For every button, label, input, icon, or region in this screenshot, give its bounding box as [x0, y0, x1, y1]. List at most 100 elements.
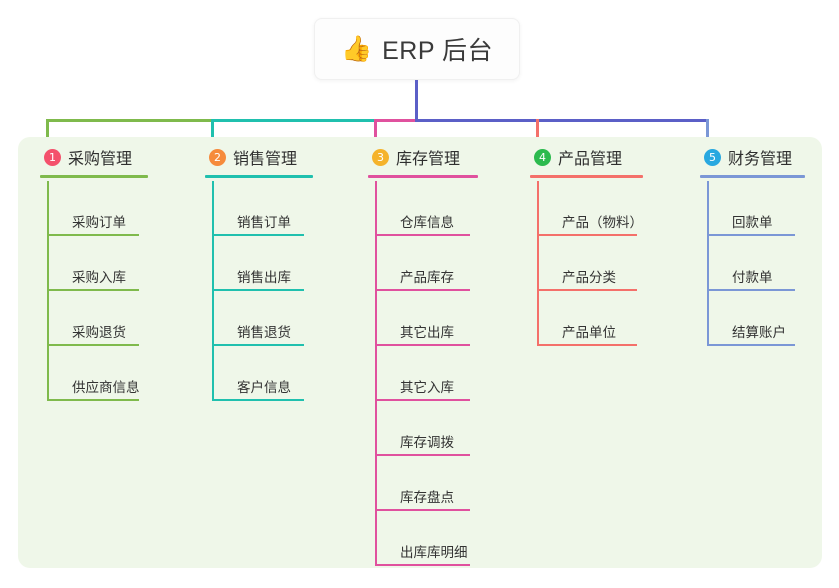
branch-title: 产品管理 [558, 151, 623, 168]
leaf-node[interactable]: 产品（物料） [537, 181, 643, 236]
leaf-node-label: 出库库明细 [400, 545, 468, 560]
leaf-node-rule [212, 289, 304, 291]
leaf-node[interactable]: 销售退货 [212, 291, 304, 346]
leaf-node[interactable]: 采购订单 [47, 181, 139, 236]
branch-header-rule [530, 175, 643, 178]
branch-header-2[interactable]: 2 销售管理 [205, 145, 313, 169]
leaf-node[interactable]: 客户信息 [212, 346, 304, 401]
branch-number-badge: 4 [534, 148, 551, 166]
branch-number-badge: 1 [44, 148, 61, 166]
branch-column-2: 2 销售管理 [205, 145, 313, 178]
leaf-node[interactable]: 销售出库 [212, 236, 304, 291]
leaf-node[interactable]: 回款单 [707, 181, 795, 236]
bar-segment-3 [374, 119, 418, 122]
leaf-node-rule [537, 234, 637, 236]
leaf-node-rule [212, 399, 304, 401]
leaf-node-label: 产品单位 [562, 325, 616, 340]
leaf-node[interactable]: 产品分类 [537, 236, 637, 291]
leaf-node-label: 结算账户 [732, 325, 786, 340]
branch-title: 库存管理 [396, 151, 461, 168]
branch-column-5: 5 财务管理 [700, 145, 805, 178]
leaf-node[interactable]: 库存盘点 [375, 456, 470, 511]
leaf-node-label: 产品库存 [400, 270, 454, 285]
leaf-node-label: 产品分类 [562, 270, 616, 285]
leaf-node-rule [47, 344, 139, 346]
leaf-node-rule [375, 564, 470, 566]
leaf-node[interactable]: 供应商信息 [47, 346, 140, 401]
leaf-node-label: 产品（物料） [562, 215, 643, 230]
branch-header-3[interactable]: 3 库存管理 [368, 145, 478, 169]
leaf-node-rule [707, 289, 795, 291]
leaf-node-rule [375, 399, 470, 401]
leaf-node-rule [375, 234, 470, 236]
branch-header-rule [700, 175, 805, 178]
branch-title: 销售管理 [233, 151, 298, 168]
branch-number-badge: 5 [704, 148, 721, 166]
leaf-node[interactable]: 采购退货 [47, 291, 139, 346]
trunk-line [415, 80, 418, 122]
branch-spine-1 [47, 181, 49, 401]
leaf-node-label: 采购订单 [72, 215, 126, 230]
branch-header-rule [40, 175, 148, 178]
leaf-node-label: 回款单 [732, 215, 773, 230]
branch-column-1: 1 采购管理 [40, 145, 148, 178]
leaf-node[interactable]: 采购入库 [47, 236, 139, 291]
leaf-node-label: 客户信息 [237, 380, 291, 395]
leaf-node-rule [375, 509, 470, 511]
branch-spine-5 [707, 181, 709, 346]
leaf-node-label: 库存调拨 [400, 435, 454, 450]
leaf-node[interactable]: 仓库信息 [375, 181, 470, 236]
bar-segment-2 [211, 119, 376, 122]
branch-header-rule [368, 175, 478, 178]
leaf-node-label: 其它入库 [400, 380, 454, 395]
branch-column-4: 4 产品管理 [530, 145, 643, 178]
leaf-node[interactable]: 产品库存 [375, 236, 470, 291]
leaf-node-rule [375, 454, 470, 456]
leaf-node[interactable]: 付款单 [707, 236, 795, 291]
branch-title: 财务管理 [728, 151, 793, 168]
leaf-node-rule [537, 344, 637, 346]
leaf-node[interactable]: 其它入库 [375, 346, 470, 401]
leaf-node-label: 供应商信息 [72, 380, 140, 395]
leaf-node-rule [707, 234, 795, 236]
leaf-node-label: 销售出库 [237, 270, 291, 285]
leaf-node-rule [537, 289, 637, 291]
leaf-node[interactable]: 出库库明细 [375, 511, 470, 566]
leaf-node[interactable]: 销售订单 [212, 181, 304, 236]
leaf-node-label: 销售订单 [237, 215, 291, 230]
leaf-node-label: 付款单 [732, 270, 773, 285]
thumbs-up-icon: 👍 [340, 34, 373, 63]
leaf-node-rule [212, 234, 304, 236]
leaf-node[interactable]: 产品单位 [537, 291, 637, 346]
leaf-node-label: 采购入库 [72, 270, 126, 285]
branch-spine-2 [212, 181, 214, 401]
leaf-node-rule [375, 289, 470, 291]
bar-segment-1 [46, 119, 213, 122]
root-node-card[interactable]: 👍 ERP 后台 [314, 18, 520, 80]
bar-segment-4 [415, 119, 709, 122]
branch-header-4[interactable]: 4 产品管理 [530, 145, 643, 169]
branch-title: 采购管理 [68, 151, 133, 168]
branch-header-rule [205, 175, 313, 178]
leaf-node-rule [47, 399, 139, 401]
leaf-node[interactable]: 结算账户 [707, 291, 795, 346]
leaf-node-label: 其它出库 [400, 325, 454, 340]
content-panel [18, 137, 822, 568]
branch-spine-4 [537, 181, 539, 346]
leaf-node-label: 库存盘点 [400, 490, 454, 505]
branch-number-badge: 2 [209, 148, 226, 166]
branch-header-5[interactable]: 5 财务管理 [700, 145, 805, 169]
leaf-node-label: 采购退货 [72, 325, 126, 340]
leaf-node-rule [375, 344, 470, 346]
branch-number-badge: 3 [372, 148, 389, 166]
leaf-node[interactable]: 库存调拨 [375, 401, 470, 456]
leaf-node-label: 销售退货 [237, 325, 291, 340]
leaf-node-rule [707, 344, 795, 346]
leaf-node-rule [47, 289, 139, 291]
leaf-node-rule [47, 234, 139, 236]
root-node-content: 👍 ERP 后台 [341, 31, 493, 67]
leaf-node-rule [212, 344, 304, 346]
leaf-node[interactable]: 其它出库 [375, 291, 470, 346]
branch-header-1[interactable]: 1 采购管理 [40, 145, 148, 169]
